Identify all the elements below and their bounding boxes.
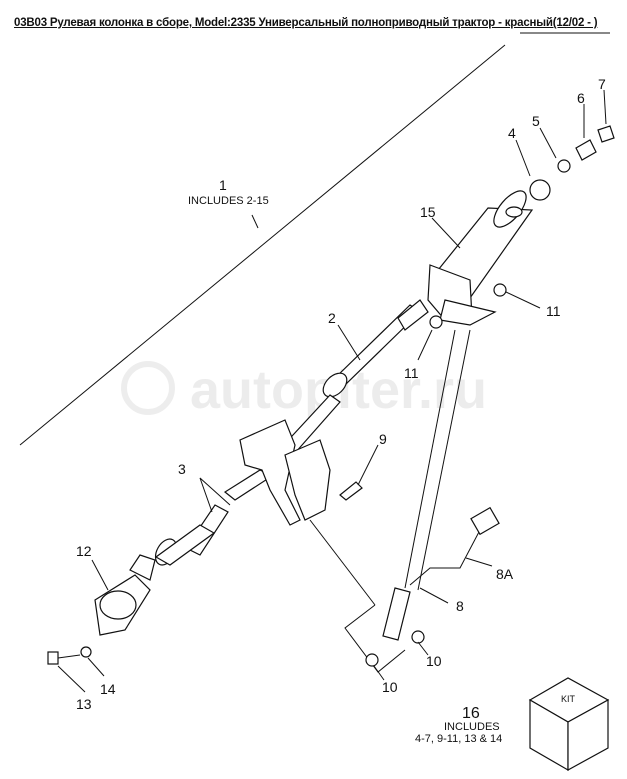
callout-14: 14 <box>100 681 116 697</box>
steering-column-tube <box>427 190 534 326</box>
kit-box: KIT <box>528 677 610 772</box>
callout-11: 11 <box>546 303 561 319</box>
callout-8a: 8A <box>496 566 514 582</box>
callout-5: 5 <box>532 113 540 129</box>
tilt-strut <box>382 329 500 641</box>
callout-15: 15 <box>420 204 436 220</box>
diagram-title: 03B03 Рулевая колонка в сборе, Model:233… <box>14 17 598 29</box>
callout-12: 12 <box>76 543 92 559</box>
lower-shaft-parts <box>154 504 229 566</box>
watermark-logo: autopiter.ru <box>121 360 487 420</box>
kit-label: KIT <box>561 694 576 704</box>
callout-4: 4 <box>508 125 516 141</box>
callout-7: 7 <box>598 76 606 92</box>
bolt-and-nut <box>47 646 92 665</box>
callout-1-note: INCLUDES 2-15 <box>188 195 269 207</box>
callout-6: 6 <box>577 90 585 106</box>
callout-16: 16 <box>462 705 480 722</box>
hardware <box>339 125 615 667</box>
callout-10: 10 <box>426 653 442 669</box>
callout-9: 9 <box>379 431 387 447</box>
leader-1 <box>251 214 259 229</box>
callout-13: 13 <box>76 696 92 712</box>
callout-16-note: INCLUDES <box>444 721 500 733</box>
leader-lines <box>57 89 607 693</box>
assembly-bracket-line <box>19 44 506 446</box>
callout-11: 11 <box>404 365 419 381</box>
callout-8: 8 <box>456 598 464 614</box>
callout-10: 10 <box>382 679 398 695</box>
callout-3: 3 <box>178 461 186 477</box>
column-bracket <box>239 419 406 673</box>
callout-16-note: 4-7, 9-11, 13 & 14 <box>415 733 502 745</box>
callout-1: 1 <box>219 177 227 193</box>
callout-2: 2 <box>328 310 336 326</box>
universal-joint <box>94 554 156 636</box>
